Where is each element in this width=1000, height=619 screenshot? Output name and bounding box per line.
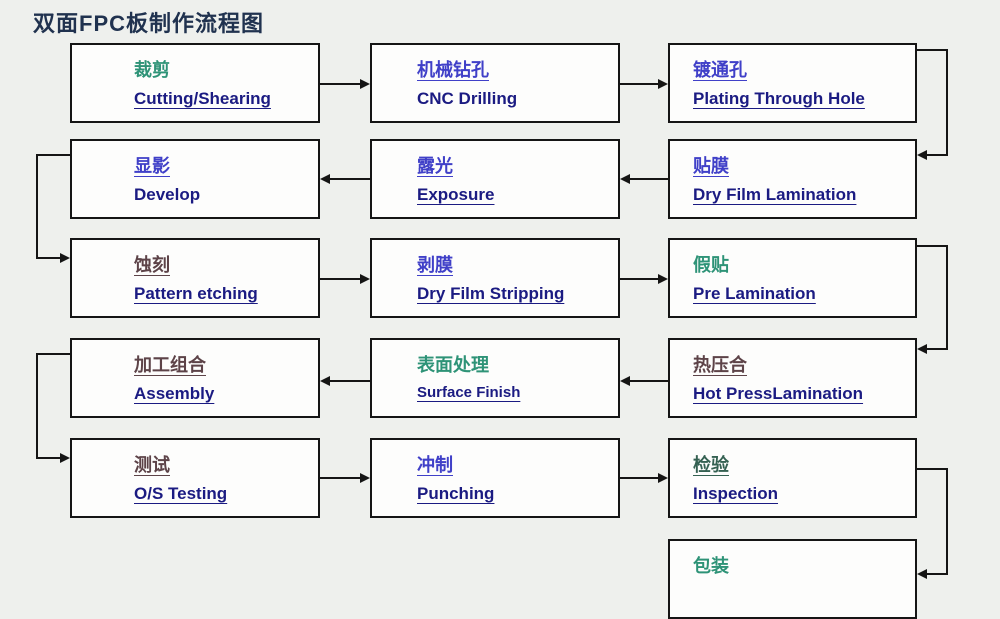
step-en-label: Inspection xyxy=(693,484,779,503)
step-zh-label: 镀通孔 xyxy=(693,60,747,80)
step-box-hot-press-lamination: 热压合 Hot PressLamination xyxy=(668,338,917,418)
page-title: 双面FPC板制作流程图 xyxy=(33,11,265,36)
step-zh-label: 包装 xyxy=(693,556,729,576)
step-en-label: CNC Drilling xyxy=(417,89,518,108)
step-zh-label: 剥膜 xyxy=(417,255,453,275)
step-en-label: Exposure xyxy=(417,185,495,204)
step-box-cnc-drilling: 机械钻孔 CNC Drilling xyxy=(370,43,620,123)
step-zh-label: 表面处理 xyxy=(417,355,489,375)
step-zh-label: 测试 xyxy=(134,455,170,475)
step-box-cutting: 裁剪 Cutting/Shearing xyxy=(70,43,320,123)
step-zh-label: 蚀刻 xyxy=(134,255,170,275)
step-zh-label: 冲制 xyxy=(417,455,453,475)
step-box-exposure: 露光 Exposure xyxy=(370,139,620,219)
step-en-label: Pattern etching xyxy=(134,284,258,303)
flowchart-canvas: 双面FPC板制作流程图 裁剪 Cutting/Shearing 机械钻孔 CNC… xyxy=(33,11,948,619)
step-en-label: Dry Film Stripping xyxy=(417,284,565,303)
step-zh-label: 裁剪 xyxy=(134,60,170,80)
step-zh-label: 假贴 xyxy=(693,255,729,275)
step-box-plating-through-hole: 镀通孔 Plating Through Hole xyxy=(668,43,917,123)
step-zh-label: 加工组合 xyxy=(134,355,206,375)
step-en-label: O/S Testing xyxy=(134,484,228,503)
step-zh-label: 露光 xyxy=(417,156,453,176)
step-en-label: Dry Film Lamination xyxy=(693,185,857,204)
step-en-label: Develop xyxy=(134,185,201,204)
step-box-dry-film-stripping: 剥膜 Dry Film Stripping xyxy=(370,238,620,318)
step-box-assembly: 加工组合 Assembly xyxy=(70,338,320,418)
step-en-label: Cutting/Shearing xyxy=(134,89,271,108)
step-box-pattern-etching: 蚀刻 Pattern etching xyxy=(70,238,320,318)
step-box-os-testing: 测试 O/S Testing xyxy=(70,438,320,518)
step-box-develop: 显影 Develop xyxy=(70,139,320,219)
step-box-dry-film-lamination: 贴膜 Dry Film Lamination xyxy=(668,139,917,219)
step-zh-label: 检验 xyxy=(693,455,729,475)
step-en-label: Plating Through Hole xyxy=(693,89,865,108)
step-zh-label: 显影 xyxy=(134,156,170,176)
step-zh-label: 热压合 xyxy=(693,355,747,375)
step-box-packing: 包装 xyxy=(668,539,917,619)
step-en-label: Punching xyxy=(417,484,495,503)
step-box-inspection: 检验 Inspection xyxy=(668,438,917,518)
step-box-surface-finish: 表面处理 Surface Finish xyxy=(370,338,620,418)
step-en-label: Assembly xyxy=(134,384,215,403)
step-zh-label: 贴膜 xyxy=(693,156,729,176)
step-box-punching: 冲制 Punching xyxy=(370,438,620,518)
step-en-label: Hot PressLamination xyxy=(693,384,864,403)
step-en-label: Surface Finish xyxy=(417,384,521,401)
step-box-pre-lamination: 假贴 Pre Lamination xyxy=(668,238,917,318)
step-zh-label: 机械钻孔 xyxy=(417,60,489,80)
step-en-label: Pre Lamination xyxy=(693,284,816,303)
